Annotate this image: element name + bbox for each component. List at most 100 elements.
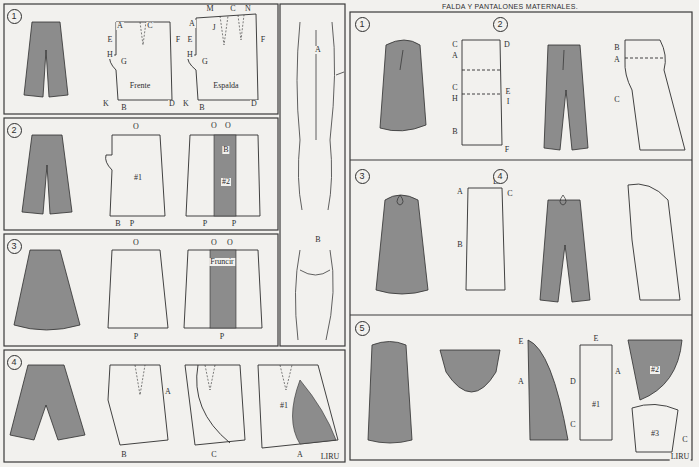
point-letter: N <box>244 5 252 13</box>
point-letter: C <box>506 190 513 198</box>
garment-detail <box>397 50 566 205</box>
callout-circle: 4 <box>493 169 508 184</box>
point-letter: B <box>314 236 321 244</box>
callout-ring <box>7 355 21 369</box>
figure-sketch <box>336 72 344 75</box>
panel-frame <box>350 314 692 315</box>
pattern-piece <box>632 404 678 452</box>
pattern-piece <box>628 184 680 300</box>
point-letter: #3 <box>650 430 660 438</box>
garment-sketch <box>14 250 80 330</box>
shaded-insert <box>210 135 336 444</box>
point-letter: E <box>187 36 194 44</box>
point-letter: H <box>186 51 194 59</box>
garment-sketch <box>440 350 500 392</box>
callout-number: 3 <box>359 172 364 181</box>
point-letter: A <box>517 378 525 386</box>
point-letter: #1 <box>591 401 601 409</box>
callout-number: 3 <box>11 242 16 251</box>
pattern-piece <box>188 14 258 100</box>
callout-number: 4 <box>11 358 16 367</box>
point-letter: B <box>613 44 620 52</box>
callout-ring <box>355 169 369 183</box>
point-letter: B <box>198 104 205 112</box>
garment-detail <box>397 195 403 205</box>
point-letter: K <box>182 100 190 108</box>
point-letter: E <box>593 335 600 343</box>
point-letter: A <box>314 46 322 54</box>
shaded-insert <box>293 380 337 444</box>
garment-sketch <box>376 195 428 294</box>
callout-circle: 1 <box>7 9 22 24</box>
point-letter: A <box>296 451 304 459</box>
shaded-insert <box>214 135 236 216</box>
figure-sketch <box>328 22 335 210</box>
point-letter: B <box>120 451 127 459</box>
callout-circle: 3 <box>7 239 22 254</box>
garment-detail <box>563 50 564 70</box>
garment-sketch <box>628 340 682 400</box>
dart-line <box>220 16 228 45</box>
garment-detail <box>400 50 403 70</box>
figure-sketch <box>295 250 300 340</box>
pattern-piece <box>185 365 245 445</box>
pattern-piece <box>466 188 505 290</box>
callout-circle: 5 <box>355 321 370 336</box>
point-letter: G <box>120 58 128 66</box>
point-letter: #1 <box>279 402 289 410</box>
point-letter: P <box>129 220 135 228</box>
point-letter: P <box>219 333 225 341</box>
point-letter: D <box>168 100 176 108</box>
point-letter: C <box>613 96 620 104</box>
figure-sketch <box>326 250 333 340</box>
callout-ring <box>493 17 507 31</box>
point-letter: B <box>451 128 458 136</box>
point-letter: B <box>120 104 127 112</box>
point-letter: M <box>205 5 214 13</box>
point-letter: B <box>114 220 121 228</box>
panel-frame <box>4 234 278 346</box>
dart-line <box>135 365 145 395</box>
garment-detail <box>560 195 566 205</box>
figure-sketch <box>295 22 344 340</box>
callout-ring <box>7 9 21 23</box>
point-letter: O <box>132 123 140 131</box>
pattern-piece <box>110 22 172 100</box>
piece-name: LIRU <box>320 453 341 461</box>
panel-frame <box>350 12 692 460</box>
point-letter: C <box>451 41 458 49</box>
point-letter: O <box>210 239 218 247</box>
point-letter: F <box>504 146 510 154</box>
pattern-piece <box>580 345 612 440</box>
callout-number: 2 <box>497 20 502 29</box>
point-letter: H <box>106 51 114 59</box>
page-title: FALDA Y PANTALONES MATERNALES. <box>442 3 578 10</box>
garment-sketch <box>544 45 588 150</box>
point-letter: C <box>229 5 236 13</box>
garment-sketch <box>368 342 412 444</box>
pattern-piece <box>625 58 664 59</box>
point-letter: O <box>226 239 234 247</box>
piece-name: Espalda <box>212 82 239 90</box>
point-letter: E <box>518 338 525 346</box>
pattern-piece <box>462 70 500 71</box>
point-letter: E <box>107 36 114 44</box>
callout-ring <box>355 17 369 31</box>
callout-circle: 3 <box>355 169 370 184</box>
garment-sketch <box>380 40 426 131</box>
panel-frame <box>4 4 692 462</box>
callout-number: 1 <box>359 20 364 29</box>
point-letter: O <box>210 122 218 130</box>
point-letter: K <box>102 100 110 108</box>
point-letter: I <box>506 98 511 106</box>
panel-frame <box>4 4 278 114</box>
shaded-insert <box>210 250 236 328</box>
callout-ring <box>493 169 507 183</box>
point-letter: #2 <box>650 366 660 374</box>
pattern-piece <box>184 250 262 328</box>
callout-number: 2 <box>11 126 16 135</box>
callout-circle: 2 <box>7 123 22 138</box>
callout-circle: 4 <box>7 355 22 370</box>
